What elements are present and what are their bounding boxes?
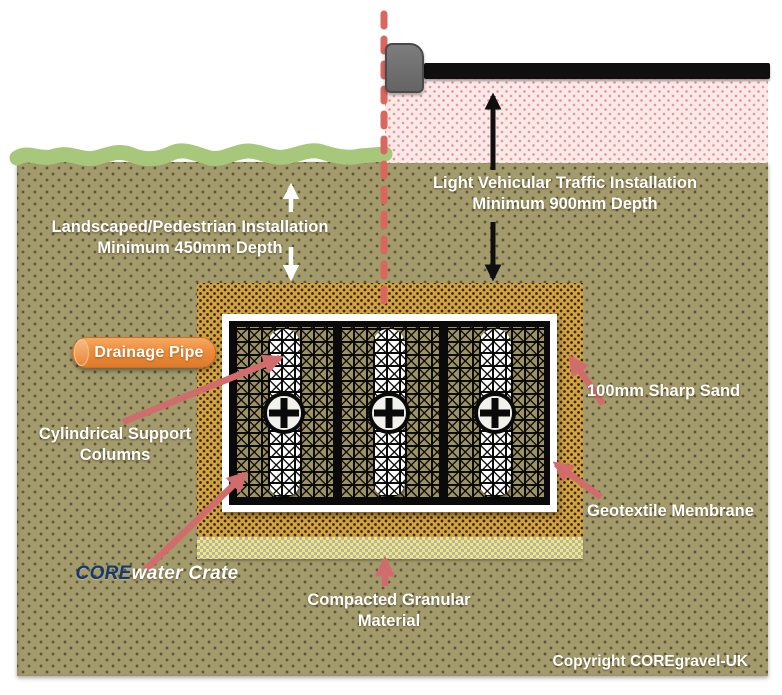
crate-module xyxy=(235,327,334,499)
kerb-block xyxy=(385,43,424,93)
crate-module xyxy=(340,327,439,499)
cylindrical-columns-line1: Cylindrical Support xyxy=(38,425,192,443)
port-connector-icon xyxy=(368,392,411,434)
asphalt-surface xyxy=(424,63,770,79)
landscaped-installation-label: Landscaped/Pedestrian Installation Minim… xyxy=(30,217,350,259)
compacted-granular-line2: Material xyxy=(357,612,421,630)
cylindrical-columns-line2: Columns xyxy=(79,446,151,464)
drainage-pipe: Drainage Pipe xyxy=(72,337,216,368)
landscaped-installation-line1: Landscaped/Pedestrian Installation xyxy=(51,218,329,236)
corewater-crate xyxy=(229,321,550,505)
compacted-granular-layer xyxy=(197,537,583,559)
grass-surface xyxy=(9,143,393,167)
geotextile-membrane-label: Geotextile Membrane xyxy=(587,502,754,520)
sharp-sand-label: 100mm Sharp Sand xyxy=(587,382,741,400)
road-subbase-layer xyxy=(385,78,768,163)
copyright-label: Copyright COREgravel-UK xyxy=(552,653,749,670)
port-connector-icon xyxy=(263,392,306,434)
drainage-pipe-label: Drainage Pipe xyxy=(94,343,204,361)
landscaped-installation-line2: Minimum 450mm Depth xyxy=(97,239,283,257)
corewater-crate-label: COREwater Crate xyxy=(62,563,252,584)
compacted-granular-line1: Compacted Granular xyxy=(307,591,471,609)
vehicular-installation-label: Light Vehicular Traffic Installation Min… xyxy=(400,173,730,215)
vehicular-installation-line1: Light Vehicular Traffic Installation xyxy=(432,174,698,192)
port-connector-icon xyxy=(473,392,516,434)
cylindrical-columns-label: Cylindrical Support Columns xyxy=(25,424,205,466)
compacted-granular-label: Compacted Granular Material xyxy=(305,590,473,632)
geotextile-membrane-frame xyxy=(222,314,557,512)
corewater-rest-text: water Crate xyxy=(131,563,239,584)
corewater-brand-text: CORE xyxy=(75,563,132,584)
crate-module xyxy=(445,327,544,499)
vehicular-installation-line2: Minimum 900mm Depth xyxy=(472,195,658,213)
